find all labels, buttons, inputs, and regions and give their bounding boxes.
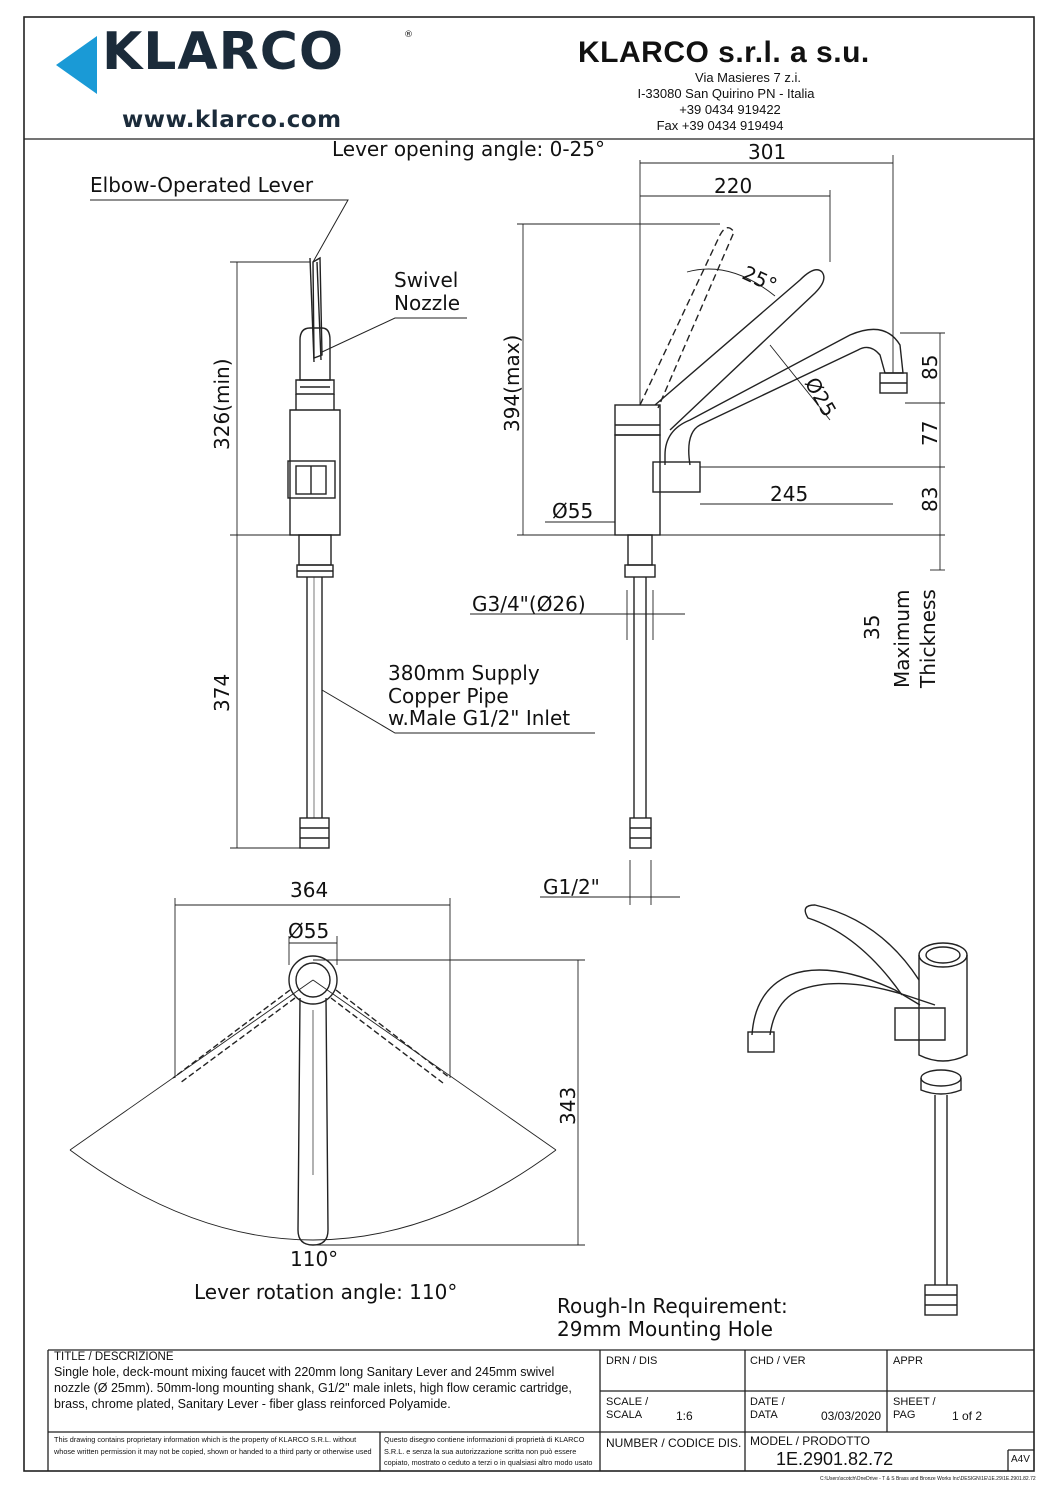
legal-notice-it: Questo disegno contiene informazioni di …	[384, 1435, 593, 1467]
sheet-value: 1 of 2	[952, 1409, 983, 1423]
description-text: Single hole, deck-mount mixing faucet wi…	[54, 1365, 572, 1411]
dim-phi-55: Ø55	[552, 499, 594, 523]
date-label-2: DATA	[750, 1409, 778, 1421]
dim-394-max: 394(max)	[500, 334, 524, 432]
brand-logo-text: KLARCO	[102, 22, 345, 82]
model-value: 1E.2901.82.72	[776, 1449, 894, 1469]
scale-label-1: SCALE /	[606, 1396, 649, 1408]
title-label: TITLE / DESCRIZIONE	[54, 1351, 174, 1363]
file-path: C:\Users\scotch\OneDrive - T & S Brass a…	[820, 1476, 1036, 1482]
dim-301: 301	[748, 140, 787, 164]
paper-size: A4V	[1011, 1454, 1030, 1465]
registered-mark: ®	[404, 30, 413, 40]
chd-label: CHD / VER	[750, 1355, 806, 1367]
dim-77: 77	[918, 420, 942, 446]
scale-label-2: SCALA	[606, 1409, 643, 1421]
date-label-1: DATE /	[750, 1396, 785, 1408]
dim-374: 374	[210, 673, 234, 712]
side-view	[90, 199, 595, 849]
dim-phi-55-top: Ø55	[288, 919, 330, 943]
swivel-label-1: Swivel	[394, 268, 459, 292]
address-line-1: Via Masieres 7 z.i.	[695, 70, 801, 85]
front-view	[470, 155, 945, 905]
sheet-border	[23, 16, 1035, 1472]
thickness-label-2: Thickness	[916, 589, 940, 688]
sheet-label-2: PAG	[893, 1409, 916, 1421]
website-link[interactable]: www.klarco.com	[122, 107, 342, 133]
appr-label: APPR	[893, 1355, 923, 1367]
top-view	[69, 898, 585, 1246]
dim-g34: G3/4"(Ø26)	[472, 592, 586, 616]
supply-label-3: w.Male G1/2" Inlet	[388, 706, 571, 730]
address-line-2: I-33080 San Quirino PN - Italia	[637, 86, 815, 101]
model-label: MODEL / PRODOTTO	[750, 1434, 871, 1448]
dim-83: 83	[918, 486, 942, 512]
lever-opening-label: Lever opening angle: 0-25°	[332, 137, 605, 161]
rough-in-label-1: Rough-In Requirement:	[557, 1294, 788, 1318]
brand-arrow-icon	[56, 36, 97, 94]
isometric-view	[747, 904, 968, 1316]
dim-245: 245	[770, 482, 809, 506]
company-name: KLARCO s.r.l. a s.u.	[578, 36, 870, 69]
dim-326-min: 326(min)	[210, 358, 234, 451]
number-label: NUMBER / CODICE DIS.	[606, 1436, 742, 1450]
sheet-label-1: SHEET /	[893, 1396, 936, 1408]
dim-364: 364	[290, 878, 329, 902]
lever-rotation-label: Lever rotation angle: 110°	[194, 1280, 458, 1304]
scale-value: 1:6	[676, 1409, 693, 1423]
supply-label-1: 380mm Supply	[388, 661, 540, 685]
dim-g12: G1/2"	[543, 875, 600, 899]
swivel-label-2: Nozzle	[394, 291, 461, 315]
thickness-label-1: Maximum	[890, 589, 914, 688]
thickness-value: 35	[860, 614, 884, 640]
dim-85: 85	[918, 354, 942, 380]
dim-343: 343	[556, 1086, 580, 1125]
dim-220: 220	[714, 174, 753, 198]
rough-in-label-2: 29mm Mounting Hole	[557, 1317, 773, 1341]
supply-label-2: Copper Pipe	[388, 684, 509, 708]
fax-number: Fax +39 0434 919494	[656, 118, 784, 133]
legal-notice-en: This drawing contains proprietary inform…	[54, 1435, 372, 1456]
dim-110-deg: 110°	[290, 1247, 339, 1271]
drn-label: DRN / DIS	[606, 1355, 658, 1367]
date-value: 03/03/2020	[821, 1409, 882, 1423]
elbow-lever-label: Elbow-Operated Lever	[90, 173, 314, 197]
phone-number: +39 0434 919422	[679, 102, 781, 117]
